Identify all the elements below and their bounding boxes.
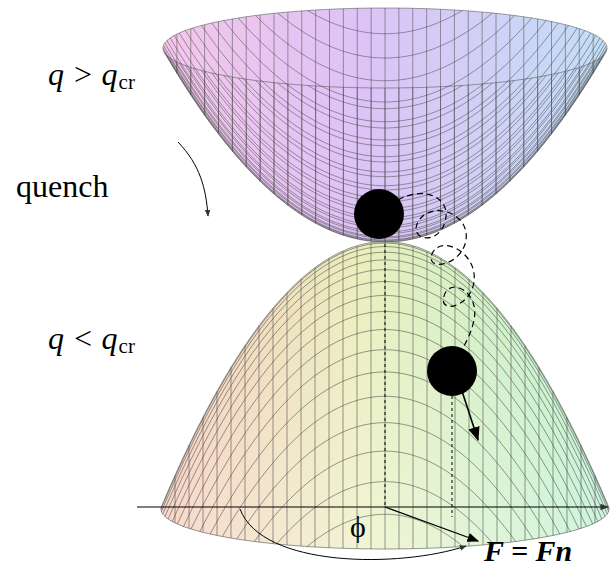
dome-mesh-line xyxy=(595,475,596,523)
bowl-mesh-line xyxy=(579,29,580,95)
dome-mesh-line xyxy=(357,246,358,549)
dome-mesh-line xyxy=(413,246,414,549)
state-label: q > q xyxy=(48,58,118,90)
bowl-mesh-line xyxy=(308,86,463,109)
angle-arc xyxy=(240,509,466,560)
bowl-mesh-line xyxy=(315,10,316,223)
dome-mesh-line xyxy=(497,308,498,544)
bowl-mesh-line xyxy=(201,71,568,202)
dome-mesh-line xyxy=(399,243,400,549)
dome-mesh-line xyxy=(371,243,372,549)
bowl-mesh-line xyxy=(329,9,330,230)
bowl-mesh-line xyxy=(274,13,275,194)
subscript: cr xyxy=(119,72,135,93)
bowl-mesh-line xyxy=(278,83,493,128)
bowl-mesh-line xyxy=(496,13,497,194)
bowl-mesh-line xyxy=(163,8,607,88)
bowl-mesh-line xyxy=(565,25,566,116)
bowl-mesh-line xyxy=(170,58,600,238)
dome-mesh-line xyxy=(329,258,330,547)
dome-mesh-line xyxy=(315,268,316,547)
quench-arrow xyxy=(178,142,208,216)
bowl-mesh-line xyxy=(224,76,546,177)
bowl-mesh-line xyxy=(246,17,247,167)
dome-mesh-line xyxy=(307,514,463,546)
dome-mesh-line xyxy=(525,345,526,540)
dome-surface xyxy=(161,242,609,549)
ball xyxy=(354,189,404,239)
dome-mesh-line xyxy=(567,417,568,532)
bowl-mesh-line xyxy=(212,73,559,190)
force-vector xyxy=(385,507,478,541)
projection-line xyxy=(385,244,386,507)
bowl-mesh-line xyxy=(343,9,344,236)
state-label: q < q xyxy=(48,322,118,354)
bowl-mesh-line xyxy=(509,15,510,181)
trajectory xyxy=(398,194,475,350)
dome-mesh-line xyxy=(553,391,554,535)
dome-shade xyxy=(161,242,609,549)
dome-mesh-line xyxy=(581,445,582,528)
bowl-mesh-line xyxy=(551,22,552,135)
angle-label: ϕ xyxy=(350,512,366,542)
dome-mesh-line xyxy=(161,243,609,509)
bowl-mesh-line xyxy=(412,8,413,239)
axis-arrow xyxy=(137,506,608,507)
bowl-surface xyxy=(163,8,607,242)
process-label: quench xyxy=(16,170,108,202)
bowl-mesh-line xyxy=(440,9,441,230)
bowl-mesh-line xyxy=(426,9,427,236)
dome-mesh-line xyxy=(608,507,609,509)
projection-line xyxy=(452,396,453,517)
subscript: cr xyxy=(119,336,135,357)
bowl-mesh-line xyxy=(165,53,606,242)
dome-mesh-line xyxy=(343,251,344,548)
dome-mesh-line xyxy=(455,268,456,547)
bowl-mesh-line xyxy=(238,78,532,162)
dome-mesh-line xyxy=(273,308,274,544)
dome-mesh-line xyxy=(385,242,386,549)
bowl-mesh-line xyxy=(256,81,515,146)
force-arrow xyxy=(460,385,478,440)
bowl-mesh-line xyxy=(523,17,524,167)
dome-mesh-line xyxy=(217,391,218,535)
dome-mesh-line xyxy=(427,251,428,548)
dome-mesh-line xyxy=(231,367,232,538)
bowl-mesh-line xyxy=(593,34,594,73)
dome-mesh-line xyxy=(441,258,442,547)
ball xyxy=(427,346,477,396)
bowl-mesh-line xyxy=(454,10,455,223)
force-label: F = Fn xyxy=(484,536,572,566)
dome-mesh-line xyxy=(539,367,540,538)
bowl-mesh-line xyxy=(163,51,606,242)
